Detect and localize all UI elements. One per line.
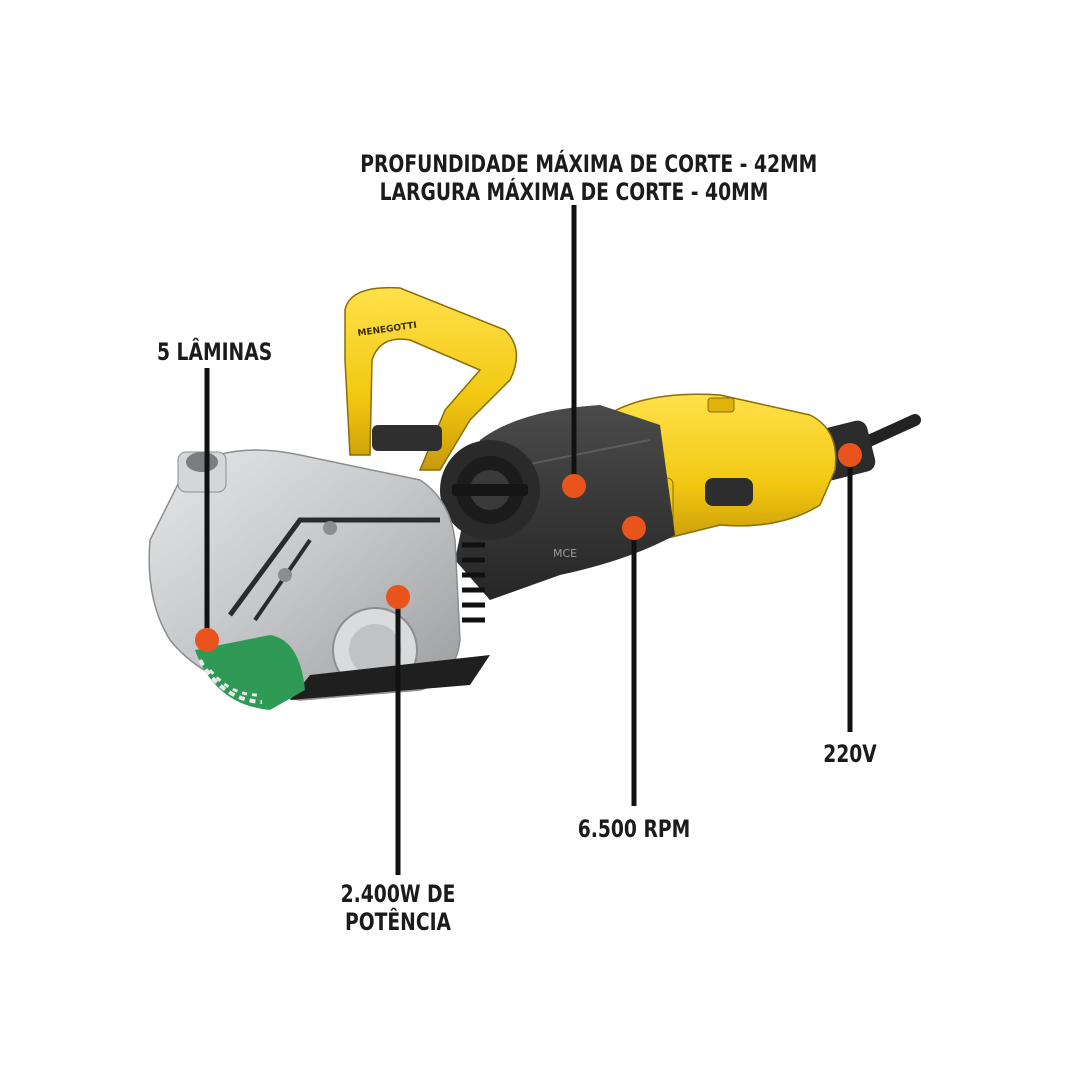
power-line-1: 2.400W DE (340, 880, 456, 908)
voltage-callout: 220V (823, 740, 877, 768)
diamond-blades (195, 635, 305, 710)
marker-blades (195, 628, 219, 652)
cut-width-text: LARGURA MÁXIMA DE CORTE - 40MM (379, 178, 769, 206)
callout-leader-lines (204, 205, 853, 875)
power-line-2: POTÊNCIA (344, 908, 452, 936)
power-callout: 2.400W DE POTÊNCIA (322, 880, 475, 936)
marker-voltage (838, 443, 862, 467)
marker-power (386, 585, 410, 609)
front-handle: MENEGOTTI (344, 286, 518, 471)
cut-spec-callout: PROFUNDIDADE MÁXIMA DE CORTE - 42MM LARG… (360, 150, 818, 206)
callout-markers (195, 443, 862, 652)
speed-callout: 6.500 RPM (577, 815, 691, 843)
marker-speed (622, 516, 646, 540)
model-label: MCE (553, 547, 577, 560)
base-plate (290, 655, 490, 700)
blades-callout: 5 LÂMINAS (157, 338, 273, 366)
cut-depth-text: PROFUNDIDADE MÁXIMA DE CORTE - 42MM (360, 150, 818, 178)
blade-guard-housing (148, 449, 461, 701)
marker-cut-depth (562, 474, 586, 498)
depth-adjust-knob (440, 440, 540, 540)
